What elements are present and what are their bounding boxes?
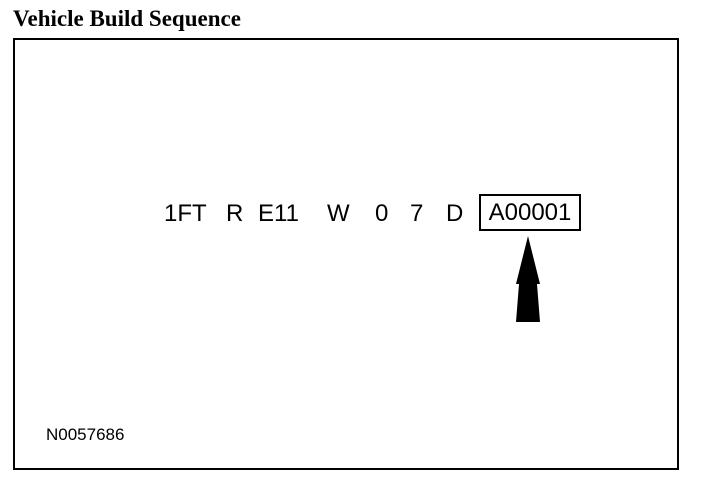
page-title: Vehicle Build Sequence bbox=[13, 6, 241, 31]
vin-segment-plant: D bbox=[446, 200, 464, 227]
vin-segment-brake: R bbox=[226, 200, 244, 227]
up-arrow-icon bbox=[516, 236, 540, 322]
vin-segment-check-digit: 0 bbox=[375, 200, 389, 227]
vin-segment-model: E11 bbox=[258, 200, 299, 227]
vin-segment-model-year: 7 bbox=[410, 200, 424, 227]
figure-frame bbox=[13, 38, 679, 470]
vin-segment-wmi: 1FT bbox=[164, 200, 207, 227]
build-sequence-number: A00001 bbox=[488, 199, 572, 226]
vin-segment-engine: W bbox=[327, 200, 350, 227]
figure-id: N0057686 bbox=[46, 425, 125, 444]
build-sequence-box: A00001 bbox=[479, 194, 581, 231]
arrow-shape bbox=[516, 236, 540, 322]
